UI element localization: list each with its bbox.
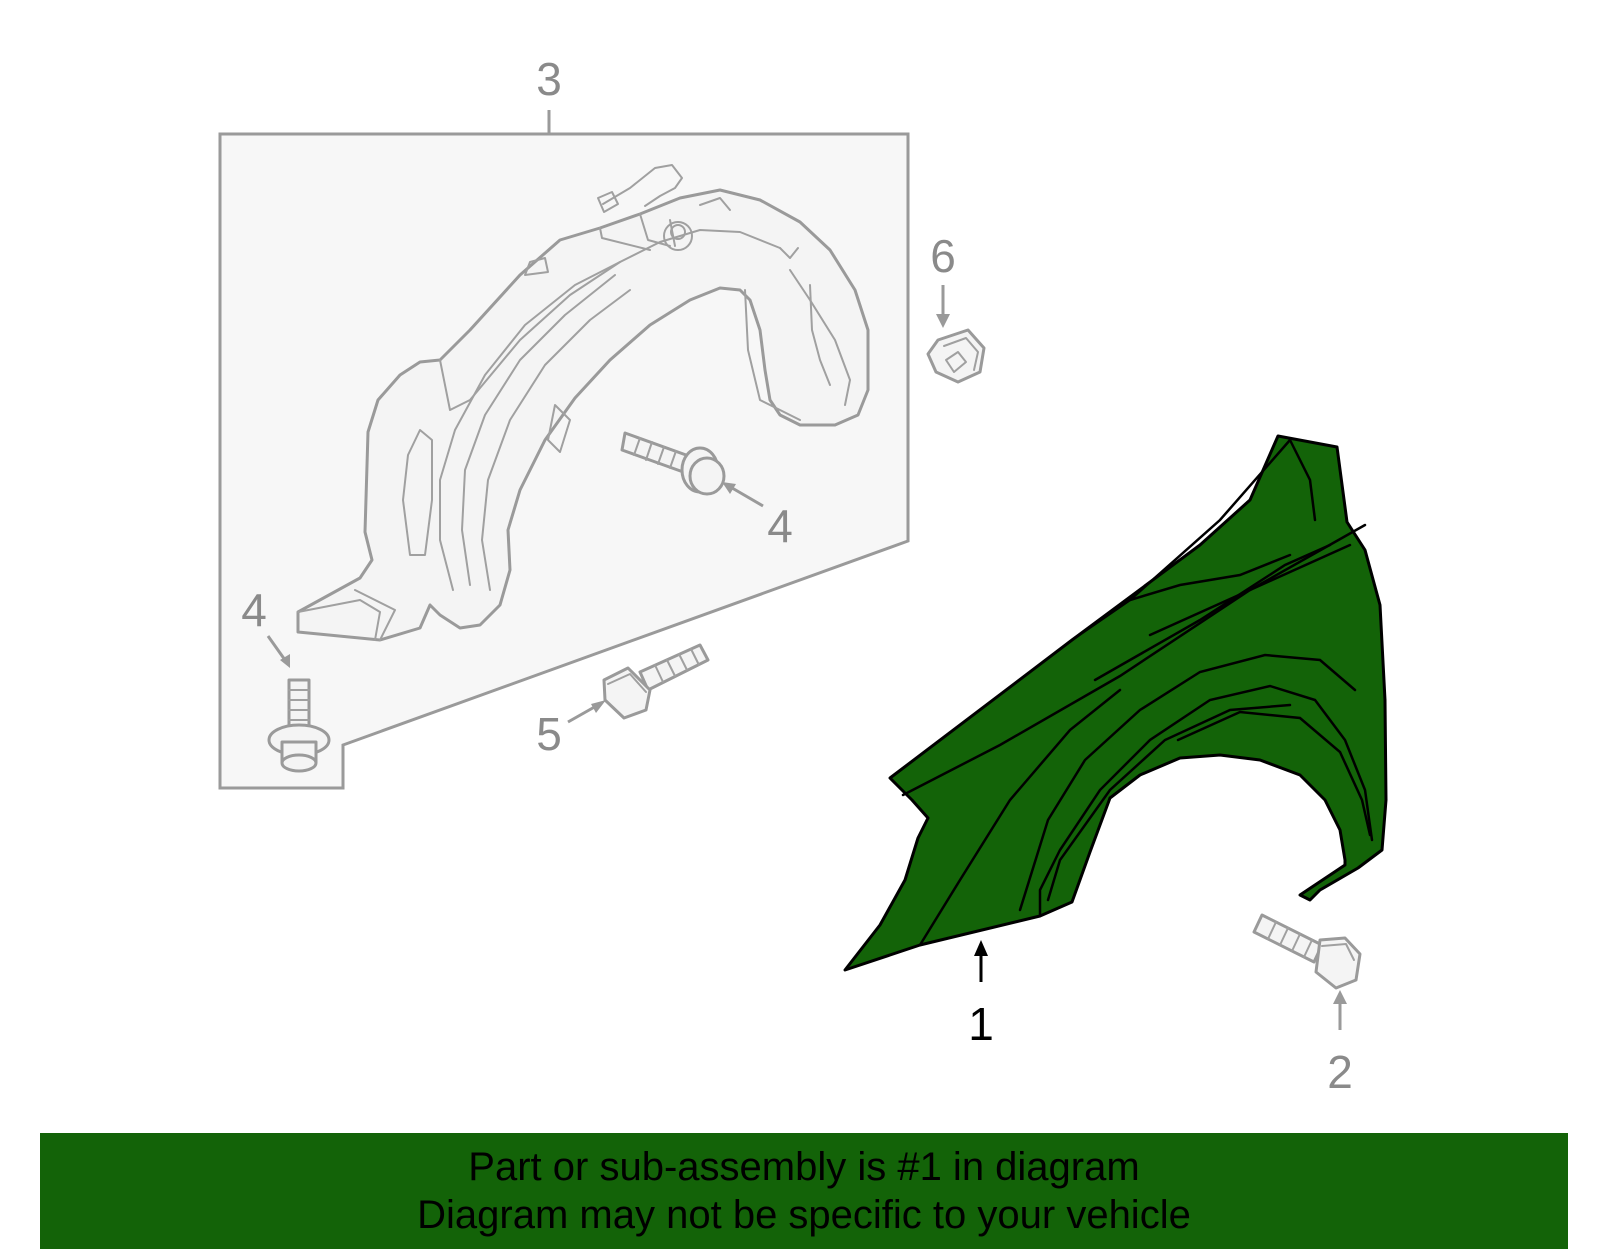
- callout-3: 3: [536, 53, 562, 105]
- callout-4-lower: 4: [241, 584, 267, 636]
- fender-part-1: [843, 434, 1388, 972]
- inner-fender-liner: [296, 164, 870, 642]
- bolt-part-4-upper: [620, 431, 726, 496]
- bolt-part-5: [602, 643, 710, 720]
- callout-5: 5: [536, 708, 562, 760]
- callout-6: 6: [930, 230, 956, 282]
- banner-line-1: Part or sub-assembly is #1 in diagram: [468, 1145, 1140, 1189]
- callout-4-lower-leader: [266, 635, 287, 661]
- fender-body: [843, 434, 1388, 972]
- clip-part-6: [926, 328, 986, 384]
- callout-4-upper: 4: [767, 500, 793, 552]
- callout-2: 2: [1327, 1046, 1353, 1098]
- callout-2-arrowhead: [1333, 990, 1347, 1004]
- callout-1: 1: [968, 998, 994, 1050]
- bolt-part-2: [1252, 913, 1362, 990]
- info-banner: Part or sub-assembly is #1 in diagram Di…: [40, 1133, 1568, 1249]
- callout-4-lower-arrowhead: [280, 654, 290, 668]
- callout-5-arrowhead: [591, 700, 606, 713]
- callout-1-arrowhead: [974, 940, 988, 956]
- callout-6-arrowhead: [936, 314, 950, 328]
- banner-line-2: Diagram may not be specific to your vehi…: [417, 1193, 1191, 1237]
- callout-5-leader: [567, 703, 599, 724]
- callout-4-upper-arrowhead: [722, 482, 736, 494]
- bolt-part-4-lower: [267, 678, 331, 773]
